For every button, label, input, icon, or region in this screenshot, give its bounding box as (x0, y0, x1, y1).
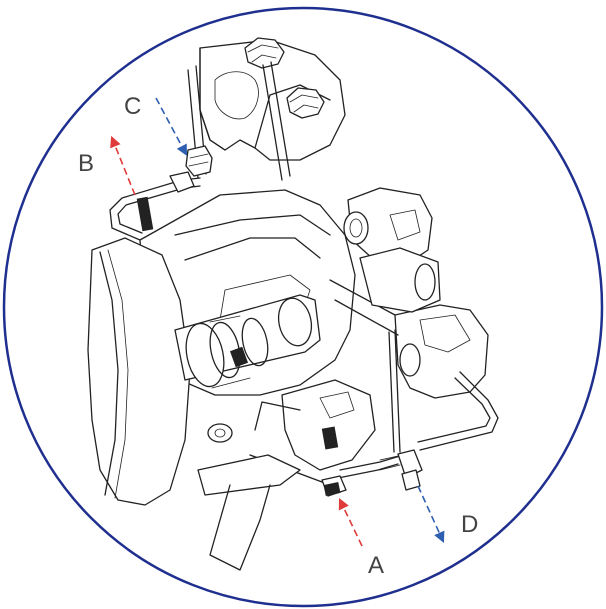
callout-c: C (124, 93, 141, 120)
lower-block (249, 379, 376, 486)
callout-a: A (368, 552, 384, 579)
right-upper-block (343, 187, 433, 263)
callout-d: D (461, 511, 478, 538)
arrow-b (110, 135, 136, 196)
arrow-a (338, 497, 363, 547)
right-middle-block (329, 279, 489, 399)
right-cylinder (359, 247, 441, 313)
arrow-c (155, 97, 188, 156)
flywheel-disc (87, 237, 191, 506)
bolt-top-1 (244, 37, 285, 69)
frame-circle (2, 6, 604, 608)
callout-b: B (78, 150, 94, 177)
bolt-top-2 (286, 87, 325, 119)
central-shaft (174, 294, 321, 389)
gearbox-assembly-drawing (87, 37, 499, 571)
fitting-d (379, 449, 423, 491)
fitting-a (321, 475, 347, 497)
fitting-c (169, 145, 213, 193)
arrow-d (417, 485, 445, 544)
